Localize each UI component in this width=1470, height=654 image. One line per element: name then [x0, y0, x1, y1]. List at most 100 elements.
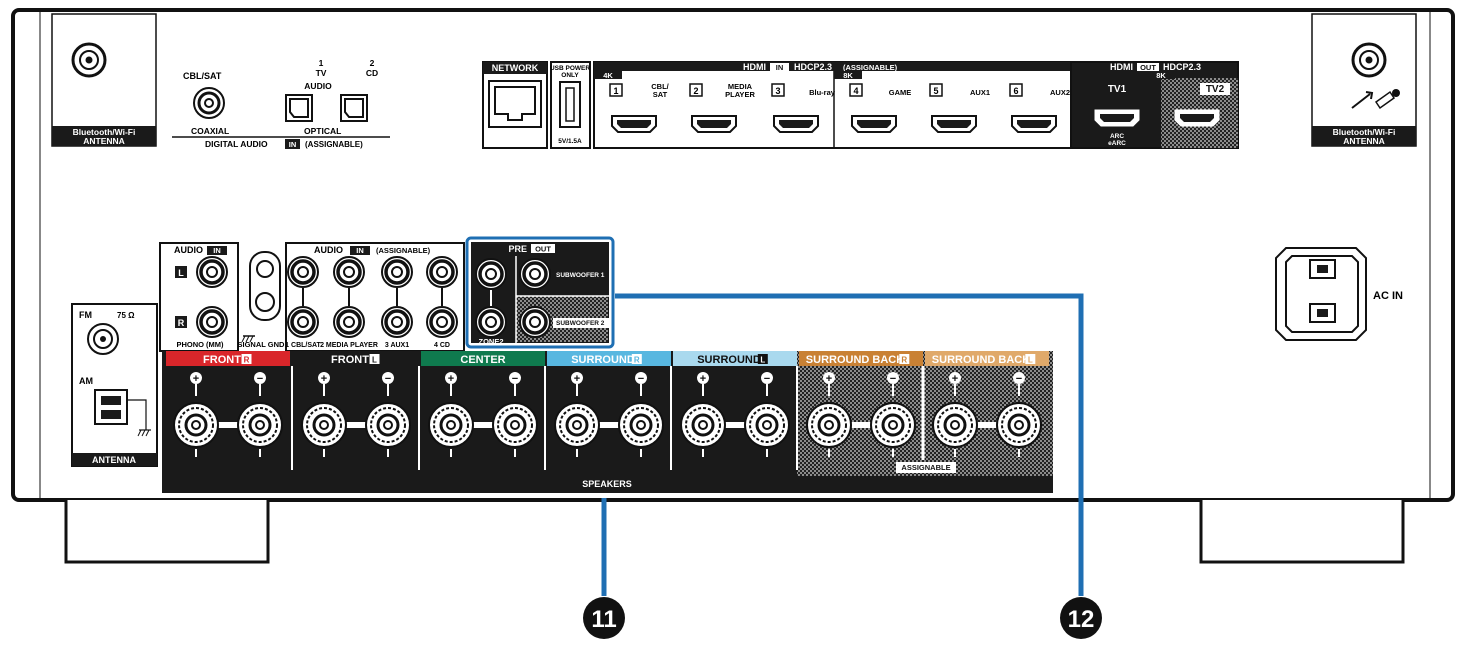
hdmi-earc-label: eARC	[1108, 140, 1126, 147]
speaker-terminal-plus[interactable]	[805, 401, 853, 449]
hdmi-input-number: 6	[1013, 86, 1018, 96]
hdmi-out-badge: OUT	[1140, 63, 1156, 72]
analog-input-l-jack[interactable]	[380, 255, 414, 289]
phono-r-jack[interactable]	[195, 305, 229, 339]
speaker-terminal-minus[interactable]	[995, 401, 1043, 449]
antenna-label: ANTENNA	[92, 455, 136, 465]
hdmi-input-name: MEDIA	[728, 82, 753, 91]
speaker-plus-sign: +	[952, 373, 958, 385]
speaker-terminal-plus[interactable]	[172, 401, 220, 449]
bt-right-label1: Bluetooth/Wi-Fi	[1333, 127, 1396, 137]
speaker-terminal-minus[interactable]	[491, 401, 539, 449]
hdmi-input-port[interactable]	[773, 115, 819, 133]
subwoofer2-jack[interactable]	[518, 305, 552, 339]
usb-rating: 5V/1.5A	[558, 138, 582, 145]
analog-input-l-jack[interactable]	[425, 255, 459, 289]
audio-assignable-title: AUDIO	[314, 245, 343, 255]
analog-input-4: 4 CD	[425, 255, 459, 349]
speaker-terminal-minus[interactable]	[236, 401, 284, 449]
speaker-terminal-plus[interactable]	[300, 401, 348, 449]
fm-antenna-jack[interactable]	[87, 323, 119, 355]
analog-input-r-jack[interactable]	[286, 305, 320, 339]
zone2-l-jack[interactable]	[474, 257, 508, 291]
analog-input-r-jack[interactable]	[380, 305, 414, 339]
usb-label-line1: USB POWER	[550, 65, 590, 72]
optical-1-name: TV	[316, 68, 327, 78]
speaker-terminal-minus[interactable]	[743, 401, 791, 449]
audio-r-label: R	[178, 318, 185, 328]
optical-jack-2[interactable]	[340, 94, 368, 122]
hdmi-input-port[interactable]	[691, 115, 737, 133]
hdmi-input-name: GAME	[889, 88, 912, 97]
callout-12: 12	[615, 293, 1102, 639]
analog-input-r-jack[interactable]	[425, 305, 459, 339]
signal-gnd-label: SIGNAL GND	[238, 340, 286, 349]
analog-input-3: 3 AUX1	[380, 255, 414, 349]
bt-antenna-right[interactable]: Bluetooth/Wi-Fi ANTENNA	[1311, 13, 1417, 147]
hdmi-input-port[interactable]	[931, 115, 977, 133]
hdmi-input-number: 3	[775, 86, 780, 96]
audio-assignable-suffix: (ASSIGNABLE)	[376, 246, 431, 255]
analog-input-r-jack[interactable]	[332, 305, 366, 339]
optical-2-name: CD	[366, 68, 378, 78]
bt-antenna-left[interactable]: Bluetooth/Wi-Fi ANTENNA	[51, 13, 157, 147]
hdmi-tv2-label: TV2	[1206, 84, 1225, 95]
analog-input-label: 2 MEDIA PLAYER	[320, 342, 378, 349]
digital-audio-group: CBL/SAT COAXIAL 1 TV AUDIO 2 CD OPTICAL …	[172, 58, 390, 149]
hdmi-input-port[interactable]	[611, 115, 657, 133]
speaker-side-label: R	[901, 356, 907, 365]
subwoofer1-jack[interactable]	[518, 257, 552, 291]
speaker-terminal-plus[interactable]	[931, 401, 979, 449]
speaker-channel-label: FRONT	[203, 354, 241, 366]
hdmi-input-name-line2: SAT	[653, 90, 668, 99]
usb-label-line2: ONLY	[561, 72, 579, 79]
am-antenna-terminal[interactable]	[94, 389, 151, 437]
optical-jack-1[interactable]	[285, 94, 313, 122]
phono-label: PHONO (MM)	[176, 340, 224, 349]
hdmi-out-tv1-port[interactable]	[1094, 109, 1140, 127]
hdmi-in-badge: IN	[776, 63, 784, 72]
hdmi-out-tv2-port[interactable]	[1174, 109, 1220, 127]
speaker-channel-label: SURROUND BACK	[932, 354, 1030, 366]
hdmi-input-number: 2	[693, 86, 698, 96]
hdmi-tv1-label: TV1	[1108, 84, 1127, 95]
subwoofer2-label: SUBWOOFER 2	[556, 320, 605, 327]
speaker-terminal-minus[interactable]	[364, 401, 412, 449]
speaker-terminal-minus[interactable]	[869, 401, 917, 449]
hdmi-input-port[interactable]	[1011, 115, 1057, 133]
network-port[interactable]: NETWORK	[482, 61, 548, 149]
speaker-terminal-minus[interactable]	[617, 401, 665, 449]
analog-input-l-jack[interactable]	[286, 255, 320, 289]
coaxial-label: COAXIAL	[191, 126, 229, 136]
hdmi-out-spec: HDCP2.3	[1163, 62, 1201, 72]
hdmi-input-port[interactable]	[851, 115, 897, 133]
ac-inlet[interactable]: AC IN	[1275, 247, 1403, 341]
usb-port[interactable]: USB POWER ONLY 5V/1.5A	[550, 61, 591, 149]
speaker-minus-sign: −	[638, 373, 644, 385]
audio-in-phono-group: AUDIO IN L R PHONO (MM)	[159, 242, 239, 352]
zone2-r-jack[interactable]	[474, 305, 508, 339]
phono-l-jack[interactable]	[195, 255, 229, 289]
hdmi-input-name-line2: PLAYER	[725, 90, 755, 99]
analog-input-label: 1 CBL/SAT	[285, 342, 321, 349]
speaker-minus-sign: −	[764, 373, 770, 385]
coaxial-jack[interactable]	[193, 87, 225, 119]
speaker-plus-sign: +	[574, 373, 580, 385]
speaker-minus-sign: −	[1016, 373, 1022, 385]
speaker-side-label: R	[244, 356, 250, 365]
speaker-terminal-plus[interactable]	[427, 401, 475, 449]
hdmi-input-number: 5	[933, 86, 938, 96]
speaker-terminal-plus[interactable]	[553, 401, 601, 449]
digital-audio-title: DIGITAL AUDIO	[205, 139, 268, 149]
hdmi-out-prefix: HDMI	[1110, 62, 1133, 72]
speaker-terminal-plus[interactable]	[679, 401, 727, 449]
analog-input-l-jack[interactable]	[332, 255, 366, 289]
zone2-label: ZONE2	[478, 337, 503, 346]
speaker-channel-label: SURROUND	[697, 354, 761, 366]
signal-gnd-terminal[interactable]: SIGNAL GND	[238, 251, 286, 349]
